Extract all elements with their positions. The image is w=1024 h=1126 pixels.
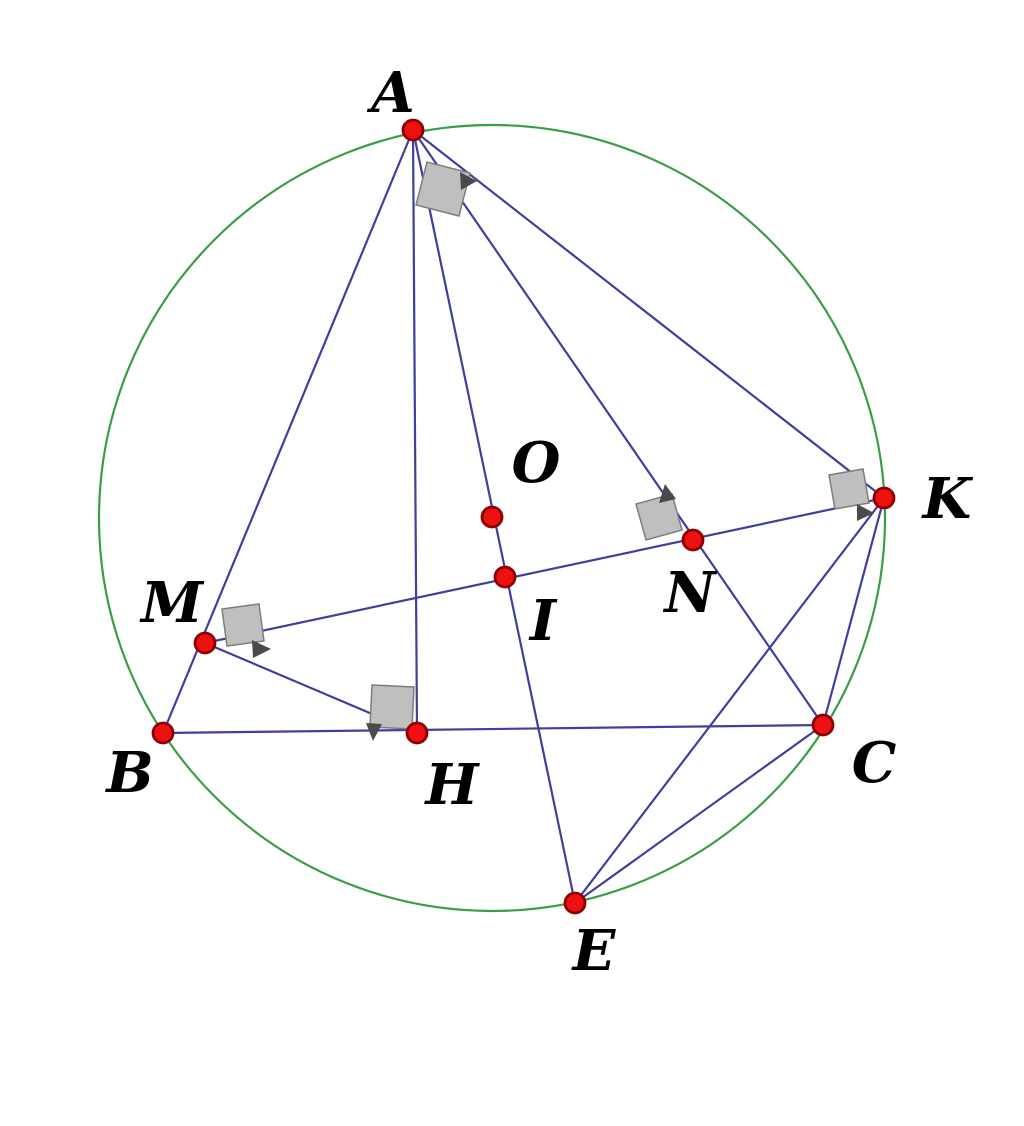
point-H: [405, 721, 429, 745]
label-I: I: [528, 588, 558, 654]
segment-M-K: [204, 496, 885, 645]
angle-arrow-icon-H: [366, 723, 382, 741]
angle-marker-K: [828, 468, 870, 510]
label-H: H: [424, 752, 481, 818]
point-B: [151, 721, 175, 745]
point-M: [193, 631, 217, 655]
point-A: [401, 118, 425, 142]
point-I: [493, 565, 517, 589]
point-C: [811, 713, 835, 737]
angle-marker-M: [221, 603, 265, 647]
label-B: B: [104, 740, 153, 806]
circumcircle: [97, 123, 887, 913]
point-E: [563, 891, 587, 915]
segment-A-H: [411, 129, 419, 734]
point-K: [872, 486, 896, 510]
angle-marker-A: [415, 161, 471, 217]
label-O: O: [512, 430, 561, 496]
angle-marker-H: [369, 684, 415, 730]
angle-arrow-icon-N: [659, 484, 676, 503]
segment-A-C: [412, 129, 824, 726]
segment-E-C: [574, 724, 824, 904]
point-O: [480, 505, 504, 529]
segment-B-C: [162, 723, 824, 735]
label-E: E: [571, 918, 617, 984]
label-C: C: [852, 730, 897, 796]
segment-K-E: [574, 497, 885, 904]
point-N: [681, 528, 705, 552]
label-A: A: [366, 60, 414, 126]
label-M: M: [139, 570, 205, 636]
label-K: K: [921, 466, 974, 532]
segment-A-K: [412, 129, 885, 499]
label-N: N: [662, 560, 717, 626]
angle-arrow-icon-A: [460, 172, 477, 190]
angle-arrow-icon-M: [252, 640, 271, 658]
angle-arrow-icon-K: [857, 504, 874, 521]
angle-marker-N: [635, 493, 683, 541]
segment-K-C: [821, 497, 886, 726]
